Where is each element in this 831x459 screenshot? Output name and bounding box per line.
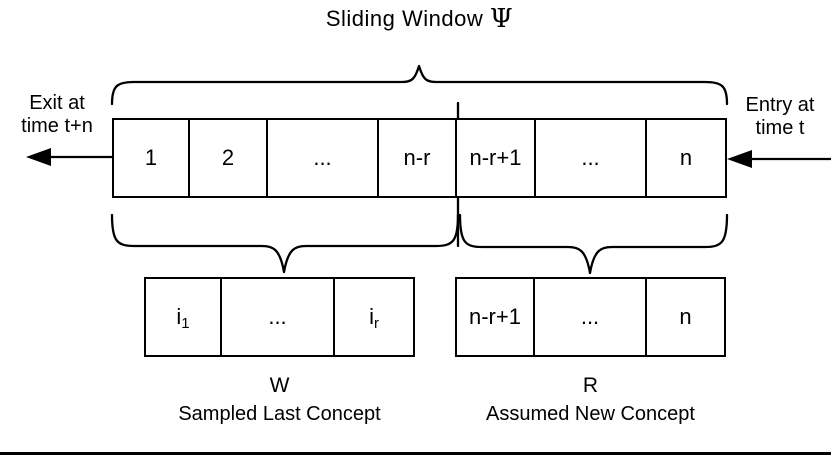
entry-label: Entry at time t bbox=[732, 94, 828, 140]
r-brace bbox=[458, 213, 729, 275]
w-cell-ir: ir bbox=[369, 304, 379, 333]
w-row: i1 ... ir bbox=[144, 277, 415, 357]
window-cell-2: 2 bbox=[190, 120, 268, 196]
r-caption: Assumed New Concept bbox=[486, 403, 695, 425]
w-cell-dots: ... bbox=[222, 279, 335, 355]
exit-label-line2: time t+n bbox=[21, 115, 93, 137]
exit-label-line1: Exit at bbox=[29, 92, 85, 114]
entry-label-line1: Entry at bbox=[745, 94, 815, 116]
entry-label-line2: time t bbox=[755, 117, 805, 139]
w-symbol: W bbox=[269, 374, 290, 397]
r-symbol: R bbox=[582, 374, 599, 397]
window-cell-1: 1 bbox=[114, 120, 190, 196]
window-cell-nr: n-r bbox=[379, 120, 457, 196]
psi-symbol: Ψ bbox=[489, 4, 514, 34]
window-cell-nr1: n-r+1 bbox=[457, 120, 536, 196]
r-row: n-r+1 ... n bbox=[455, 277, 726, 357]
exit-label: Exit at time t+n bbox=[6, 92, 108, 138]
entry-arrow-icon bbox=[727, 150, 752, 168]
bottom-rule bbox=[0, 452, 831, 455]
figure-title: Sliding Window Ψ bbox=[112, 6, 727, 32]
sliding-window-row: 1 2 ... n-r n-r+1 ... n bbox=[112, 118, 727, 198]
w-caption: Sampled Last Concept bbox=[178, 403, 381, 425]
w-cell-i1: i1 bbox=[146, 279, 222, 355]
top-brace bbox=[110, 64, 729, 106]
window-cell-dots2: ... bbox=[536, 120, 647, 196]
exit-arrow-icon bbox=[26, 148, 51, 166]
r-cell-nr1: n-r+1 bbox=[457, 279, 535, 355]
window-cell-n: n bbox=[679, 145, 693, 170]
window-cell-dots1: ... bbox=[268, 120, 379, 196]
figure-title-text: Sliding Window bbox=[325, 6, 484, 31]
r-cell-n: n bbox=[679, 304, 692, 329]
w-brace bbox=[110, 213, 460, 274]
r-cell-dots: ... bbox=[535, 279, 647, 355]
